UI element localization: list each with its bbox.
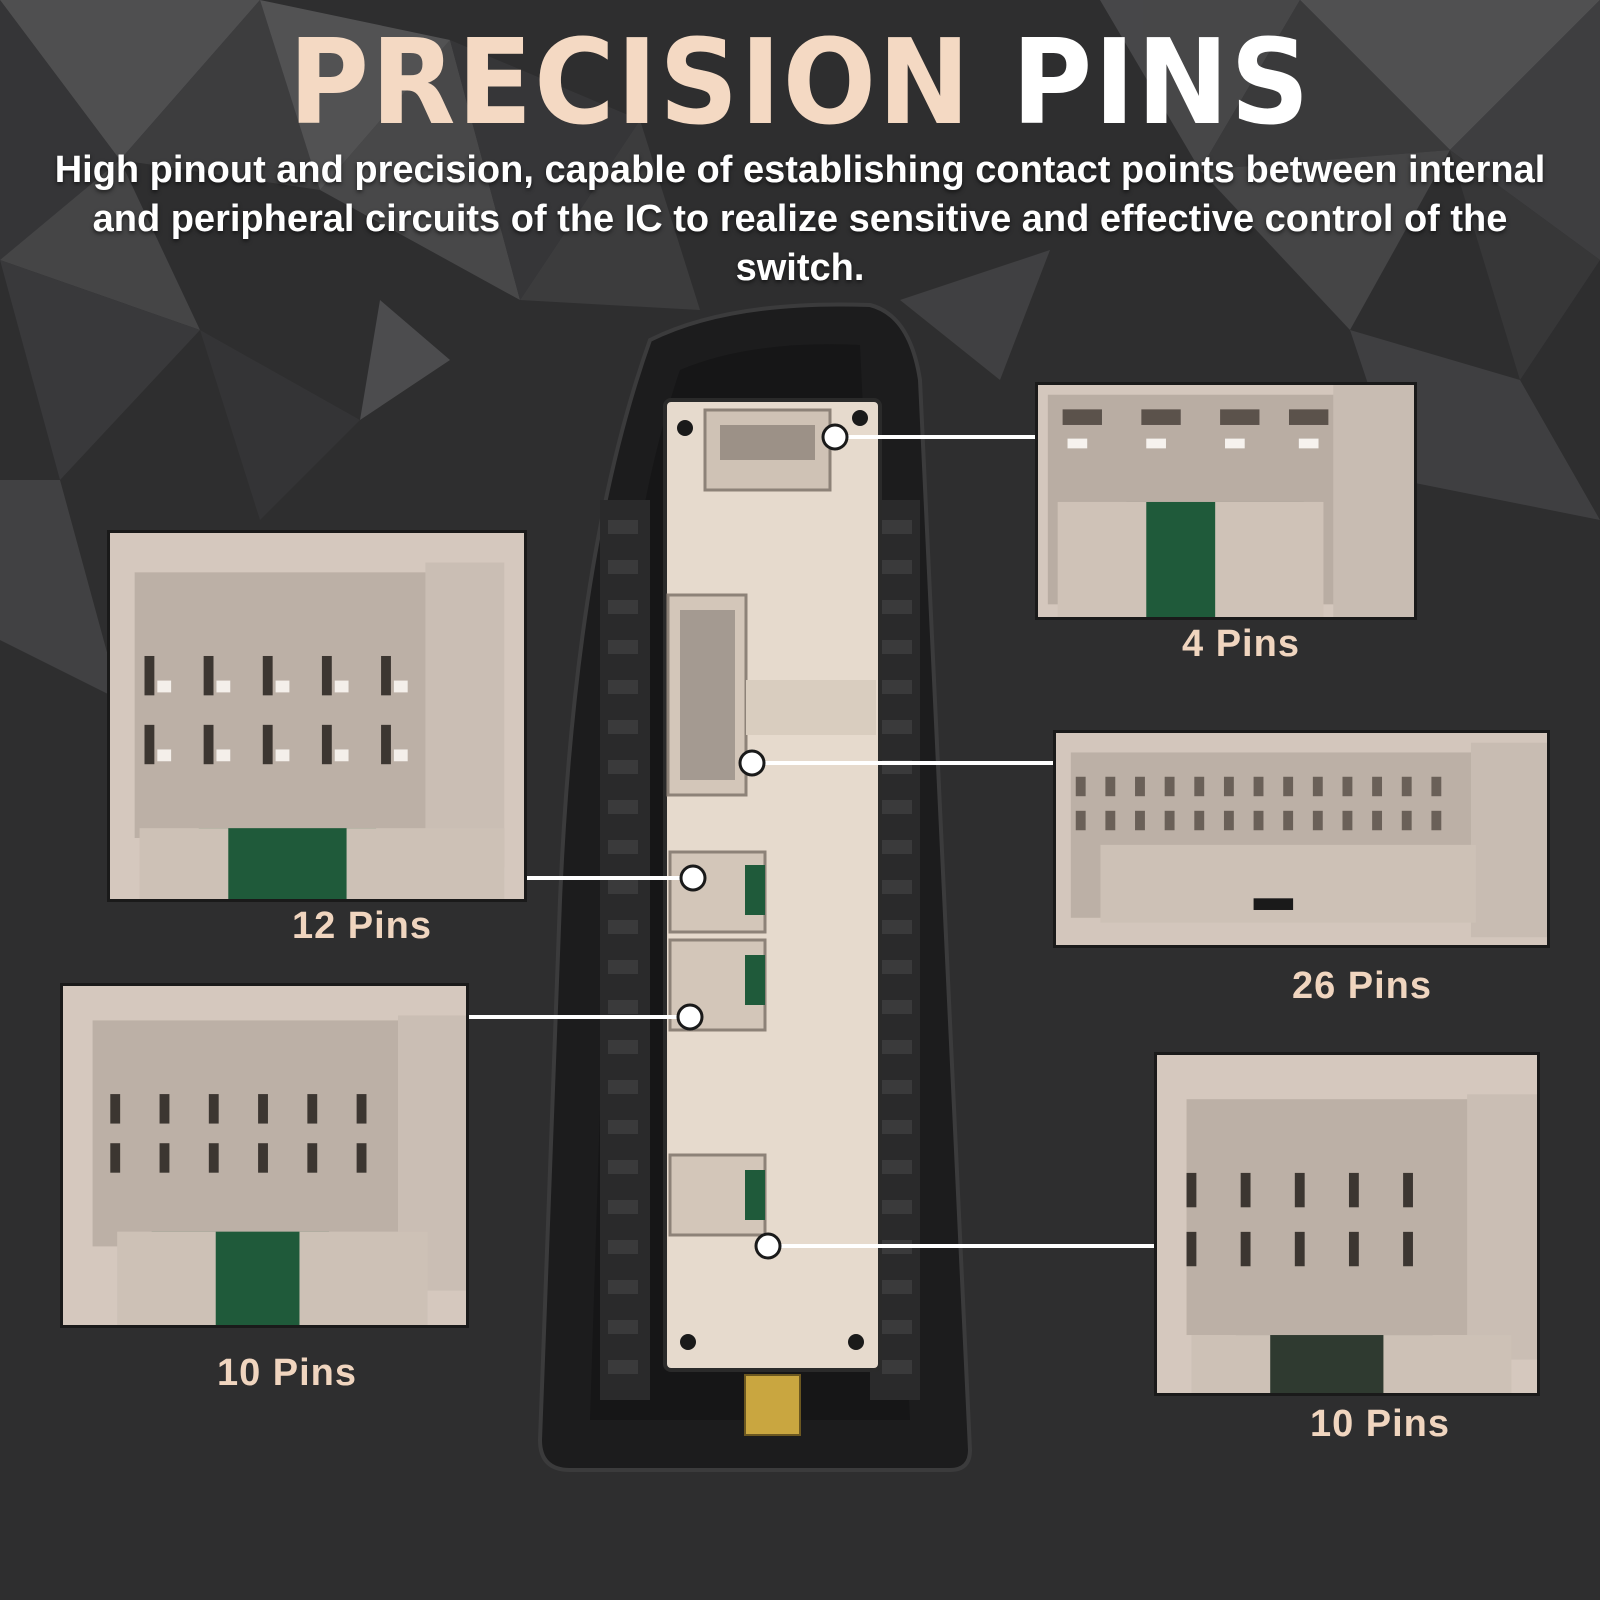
connector-10pin-right-closeup xyxy=(1154,1052,1540,1396)
title-word-pins: PINS xyxy=(1011,13,1312,151)
title-word-precision: PRECISION xyxy=(288,13,972,151)
connector-26pin-closeup xyxy=(1053,730,1550,948)
description-text: High pinout and precision, capable of es… xyxy=(54,149,1546,289)
connector-12pin-closeup xyxy=(107,530,527,902)
switch-module-device xyxy=(537,302,973,1472)
page-title: PRECISION PINS xyxy=(56,22,1544,142)
connector-10pin-left-label: 10 Pins xyxy=(216,1352,358,1394)
connector-4pin-closeup xyxy=(1035,382,1417,620)
connector-12pin-label: 12 Pins xyxy=(291,905,433,947)
connector-26pin-label: 26 Pins xyxy=(1291,965,1433,1007)
connector-10pin-right-label: 10 Pins xyxy=(1309,1403,1451,1445)
connector-10pin-left-closeup xyxy=(60,983,469,1328)
connector-4pin-label: 4 Pins xyxy=(1182,623,1300,665)
